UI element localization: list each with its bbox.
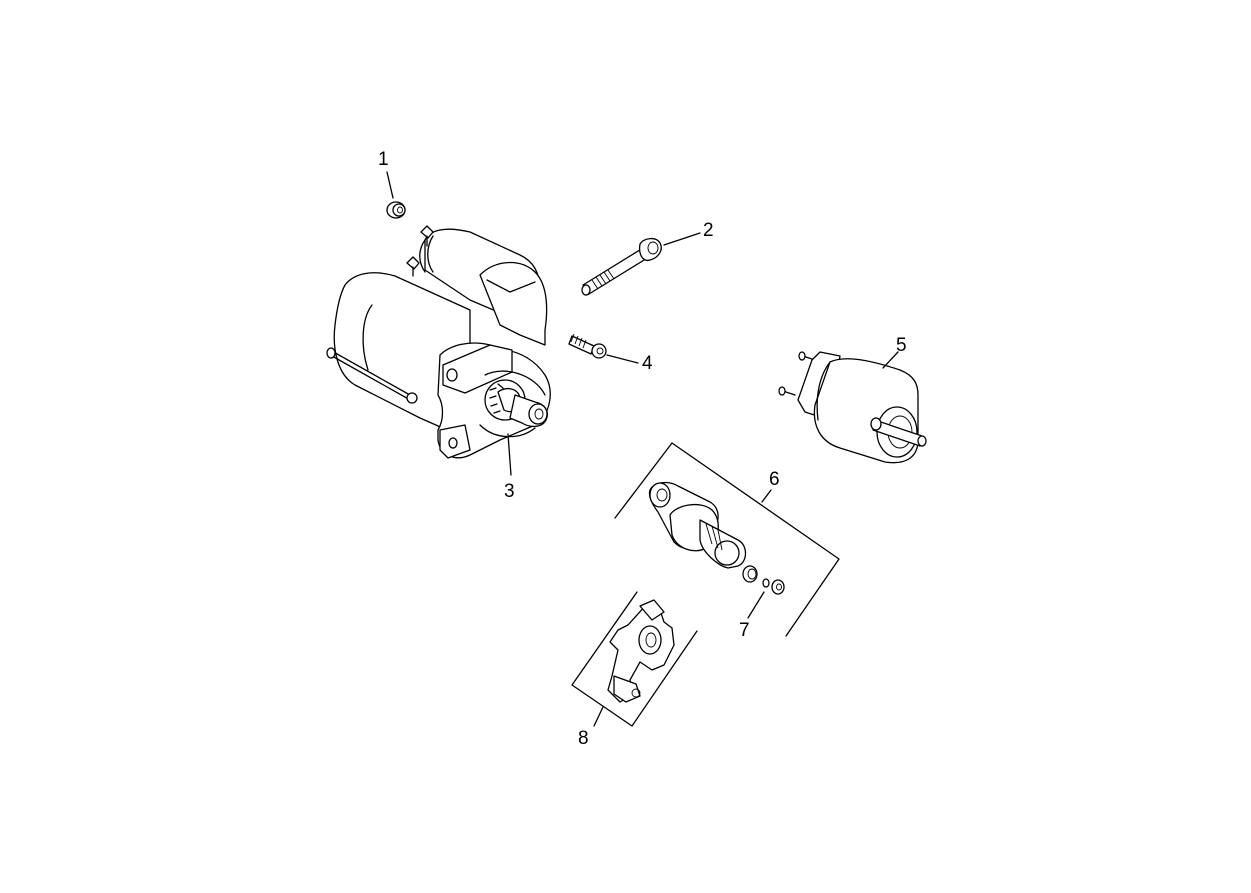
part-2-long-bolt [581, 232, 701, 296]
part-6-drive-kit [614, 442, 840, 637]
callout-2: 2 [703, 220, 714, 241]
part-3-starter-motor [326, 225, 551, 476]
part-1-nut [386, 171, 406, 219]
part-7-rings [742, 565, 785, 619]
callout-4: 4 [642, 353, 653, 374]
part-8-brush-holder [571, 591, 698, 727]
callout-3: 3 [504, 481, 515, 502]
part-4-short-bolt [568, 333, 639, 364]
callout-1: 1 [378, 149, 389, 170]
callout-6: 6 [769, 469, 780, 490]
part-5-solenoid [778, 351, 927, 464]
callout-8: 8 [578, 728, 589, 749]
callout-5: 5 [896, 335, 907, 356]
callout-7: 7 [739, 620, 750, 641]
